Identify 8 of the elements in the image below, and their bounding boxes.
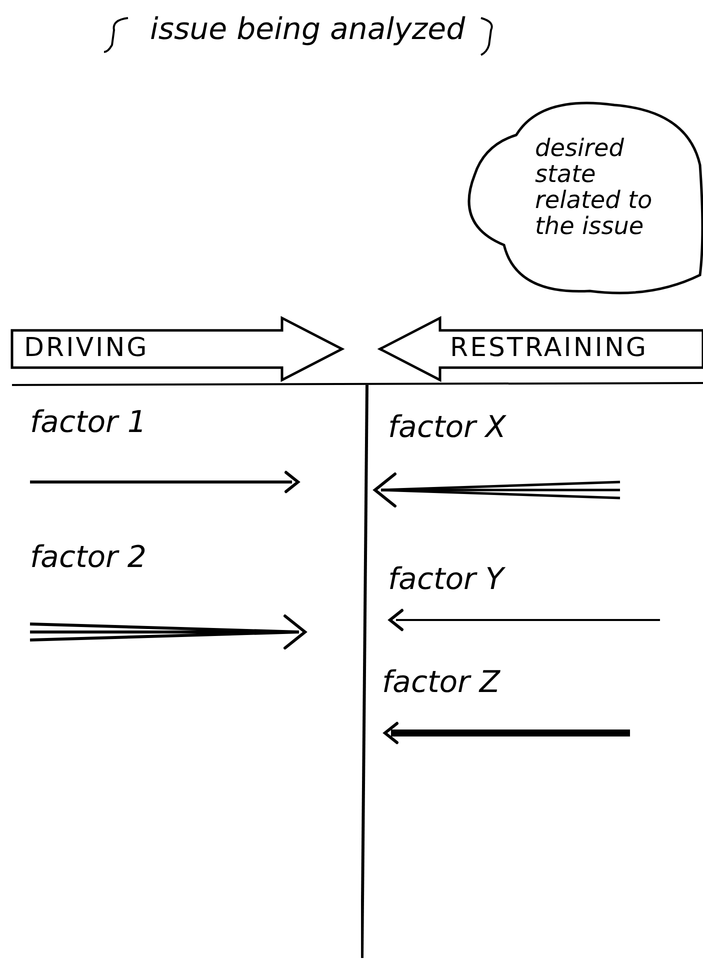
column-header: DRIVING [12,318,342,380]
factor-label: factor 2 [30,540,147,575]
column-header: RESTRAINING [380,318,703,380]
title: issue being analyzed [150,12,466,47]
factor-label: factor Y [388,562,504,597]
factor-label: factor X [388,410,506,445]
factor-label: factor Z [382,665,500,700]
factor-label: factor 1 [30,405,147,440]
